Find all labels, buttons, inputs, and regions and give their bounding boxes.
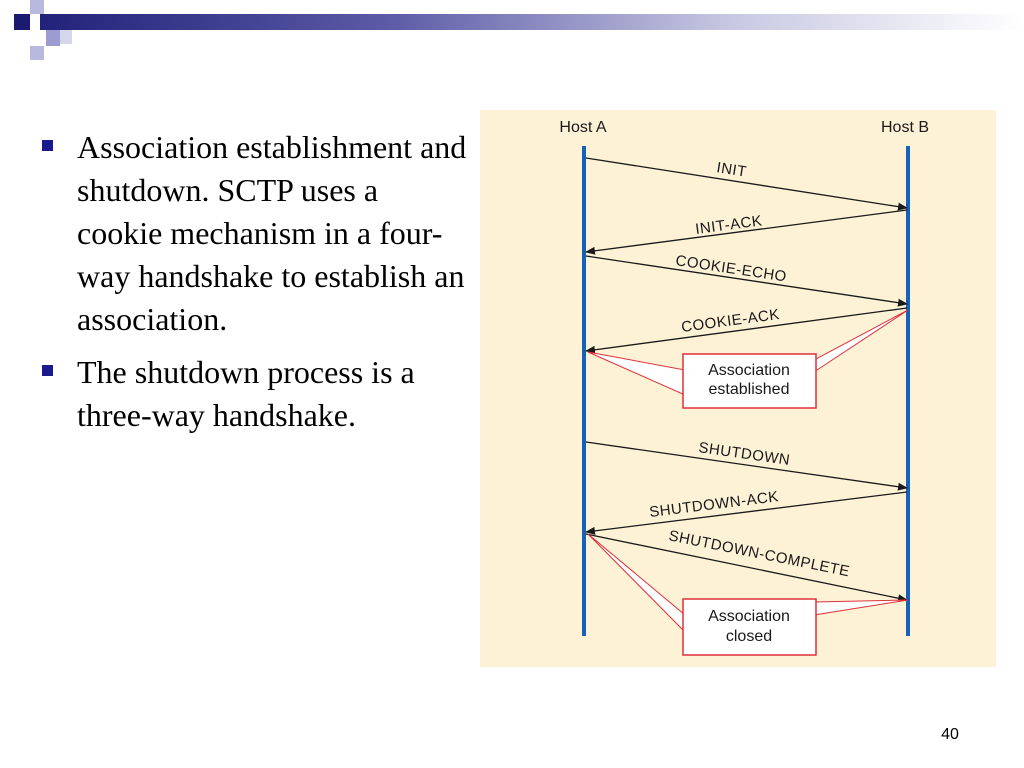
shutdown-complete-arrow [585,533,908,603]
bullet-list: Association establishment and shutdown. … [40,126,470,447]
box-established-line2: established [709,381,790,398]
decoration-square [30,0,44,14]
association-closed-box [682,598,817,656]
decoration-square [46,30,60,46]
host-a-label: Host A [559,119,606,136]
bullet-square-icon [42,140,53,151]
bullet-text: The shutdown process is a three-way hand… [77,354,415,433]
title-decoration-bar [40,14,1024,30]
box-established-line1: Association [708,362,790,379]
association-established-box [682,353,817,409]
bullet-text: Association establishment and shutdown. … [77,129,467,337]
page-number: 40 [941,726,959,743]
init-label: INIT [715,159,748,180]
decoration-square [30,46,44,60]
sctp-sequence-diagram: Host A Host B INIT INIT-ACK COOKIE-ECHO … [480,110,996,667]
shutdown-ack-arrow [585,491,908,535]
bullet-item: The shutdown process is a three-way hand… [40,351,470,437]
cookie-echo-arrow [585,255,908,307]
box-closed-line1: Association [708,608,790,625]
decoration-square [14,14,30,30]
init-arrow [585,157,908,211]
init-ack-arrow [585,209,908,255]
decoration-square [60,30,72,44]
box-closed-line2: closed [726,628,772,645]
shutdown-arrow [585,441,908,491]
host-b-label: Host B [881,119,929,136]
cookie-ack-arrow [585,307,908,354]
bullet-square-icon [42,365,53,376]
bullet-item: Association establishment and shutdown. … [40,126,470,341]
